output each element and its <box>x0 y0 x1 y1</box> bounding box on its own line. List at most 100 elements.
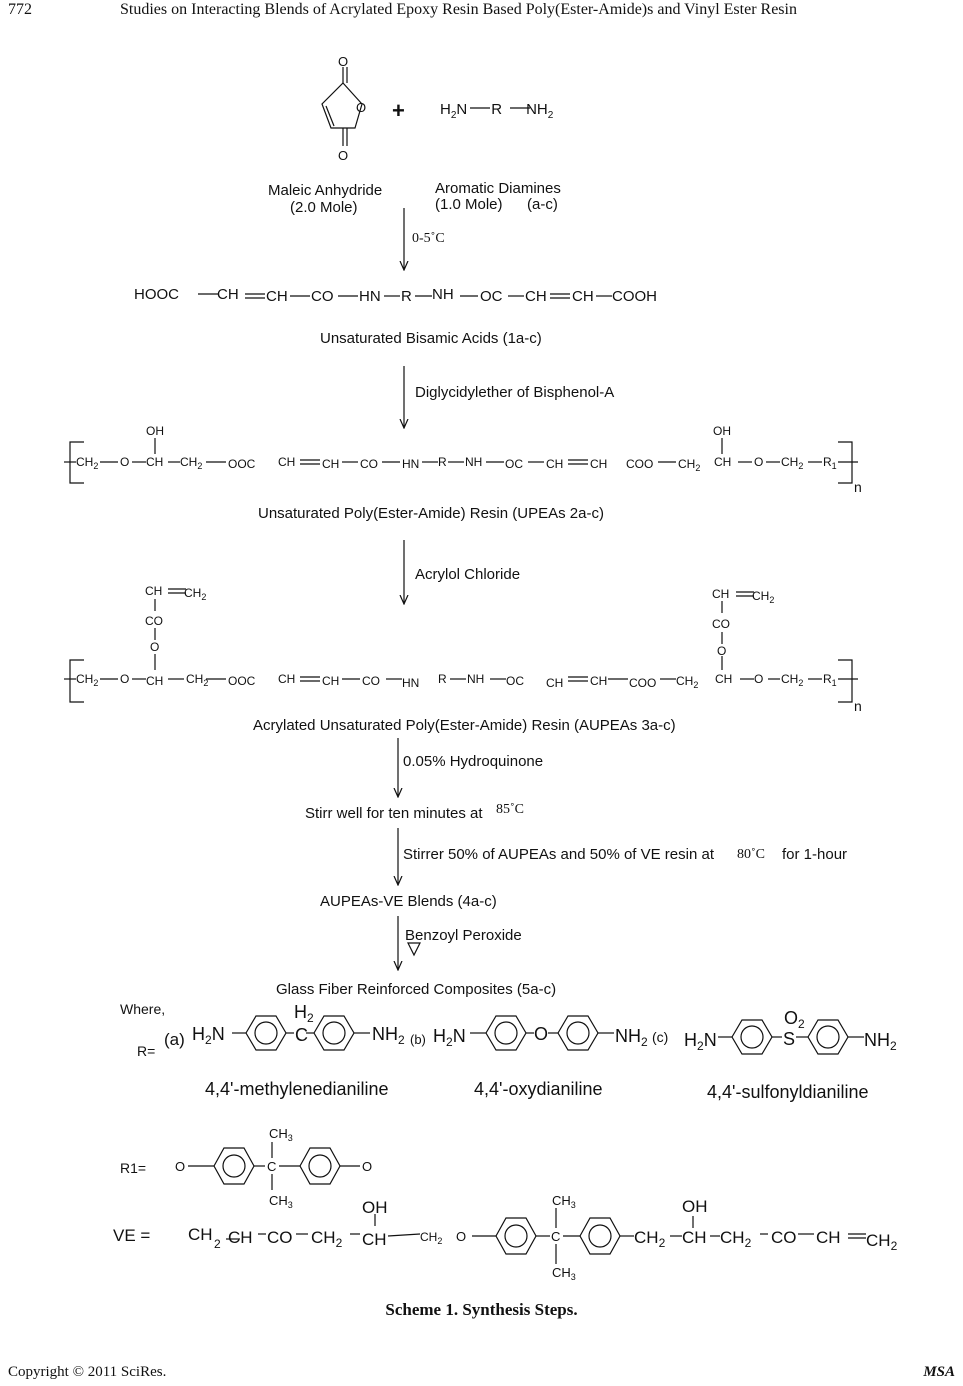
svg-text:CH2: CH2 <box>76 455 98 471</box>
svg-text:CH: CH <box>712 587 729 601</box>
svg-text:n: n <box>854 479 862 495</box>
r-c-name: 4,4'-sulfonyldianiline <box>707 1082 869 1102</box>
step5-temp: 85˚C <box>496 802 524 817</box>
svg-text:O: O <box>456 1229 466 1244</box>
svg-text:O: O <box>717 644 726 658</box>
ve-structure <box>226 1208 866 1264</box>
svg-text:CH2: CH2 <box>676 674 698 690</box>
svg-text:CH2: CH2 <box>720 1228 752 1250</box>
svg-text:C: C <box>267 1159 276 1174</box>
step2-reagent: Diglycidylether of Bisphenol-A <box>415 384 614 401</box>
svg-text:CO: CO <box>771 1228 797 1247</box>
bisamic-left-group: HOOC <box>134 286 179 303</box>
svg-text:R: R <box>438 455 447 469</box>
svg-text:CH: CH <box>228 1228 253 1247</box>
step7-reagent: Benzoyl Peroxide <box>405 927 522 944</box>
svg-text:CH2: CH2 <box>678 457 700 473</box>
anhydride-o-bottom: O <box>338 148 348 163</box>
ve-label: VE = <box>113 1226 150 1245</box>
svg-text:CH2: CH2 <box>634 1228 666 1250</box>
svg-text:CH: CH <box>322 674 339 688</box>
step6-time: for 1-hour <box>782 846 847 863</box>
svg-text:CH3: CH3 <box>269 1126 293 1143</box>
svg-text:CH3: CH3 <box>552 1193 576 1210</box>
step1-condition: 0-5˚C <box>412 231 445 246</box>
r-c-code: (c) <box>652 1029 668 1045</box>
svg-text:CH2: CH2 <box>180 455 202 471</box>
svg-text:CH: CH <box>546 457 563 471</box>
svg-text:R1: R1 <box>823 455 837 471</box>
svg-text:O: O <box>362 1159 372 1174</box>
svg-text:CH2: CH2 <box>781 672 803 688</box>
svg-text:OOC: OOC <box>228 457 256 471</box>
svg-text:H2N: H2N <box>192 1024 225 1047</box>
svg-text:R1: R1 <box>823 672 837 688</box>
svg-text:COO: COO <box>629 676 656 690</box>
svg-text:R: R <box>438 672 447 686</box>
svg-text:CO: CO <box>145 614 163 628</box>
svg-text:OH: OH <box>713 424 731 438</box>
copyright-notice: Copyright © 2011 SciRes. <box>8 1364 167 1380</box>
svg-text:HN: HN <box>359 288 381 305</box>
svg-text:CH: CH <box>525 288 547 305</box>
r-a-structure <box>232 1015 370 1051</box>
svg-text:CO: CO <box>267 1228 293 1247</box>
svg-text:CO: CO <box>362 674 380 688</box>
r-a-code: (a) <box>164 1030 185 1049</box>
svg-text:n: n <box>854 698 862 714</box>
plus-sign: + <box>392 98 405 123</box>
journal-abbrev: MSA <box>923 1364 955 1380</box>
scheme-caption: Scheme 1. Synthesis Steps. <box>385 1300 578 1319</box>
svg-text:CH: CH <box>715 672 732 686</box>
r-label: R= <box>137 1043 155 1059</box>
page-number: 772 <box>8 1 32 18</box>
r-c-structure <box>718 1019 864 1055</box>
svg-text:CH2: CH2 <box>311 1228 343 1250</box>
svg-text:OC: OC <box>505 457 523 471</box>
heat-triangle-icon <box>407 942 421 957</box>
page-header: 772 Studies on Interacting Blends of Acr… <box>0 0 963 26</box>
svg-text:CH2: CH2 <box>186 672 208 688</box>
svg-text:2: 2 <box>214 1237 221 1251</box>
svg-text:O: O <box>120 455 129 469</box>
svg-text:CO: CO <box>360 457 378 471</box>
svg-text:NH2: NH2 <box>615 1026 648 1049</box>
aupea-repeat-unit <box>64 588 858 703</box>
svg-text:CH2: CH2 <box>752 589 774 605</box>
where-label: Where, <box>120 1001 165 1017</box>
svg-text:O: O <box>754 672 763 686</box>
svg-text:OH: OH <box>362 1198 388 1217</box>
svg-text:HN: HN <box>402 676 419 690</box>
svg-text:CH: CH <box>590 457 607 471</box>
ve-structure-labels: CH 2 CH CO CH2 CH OH CH2 O C CH3 CH3 CH2… <box>188 1193 898 1282</box>
svg-text:NH2: NH2 <box>864 1030 897 1053</box>
svg-text:CH: CH <box>145 584 162 598</box>
svg-text:CH: CH <box>278 672 295 686</box>
product4-label: AUPEAs-VE Blends (4a-c) <box>320 893 497 910</box>
product2-label: Unsaturated Poly(Ester-Amide) Resin (UPE… <box>258 505 604 522</box>
svg-text:CO: CO <box>712 617 730 631</box>
reactant2-amount: (1.0 Mole) <box>435 196 503 213</box>
svg-text:CH: CH <box>217 286 239 303</box>
svg-text:CH: CH <box>278 455 295 469</box>
svg-text:NH: NH <box>467 672 484 686</box>
svg-text:H2: H2 <box>294 1002 314 1025</box>
svg-text:COOH: COOH <box>612 288 657 305</box>
step4-reagent: 0.05% Hydroquinone <box>403 753 543 770</box>
running-title: Studies on Interacting Blends of Acrylat… <box>120 1 797 18</box>
svg-text:CH2: CH2 <box>420 1230 442 1246</box>
step6-temp: 80˚C <box>737 847 765 862</box>
product5-label: Glass Fiber Reinforced Composites (5a-c) <box>276 981 556 998</box>
svg-text:OOC: OOC <box>228 674 256 688</box>
svg-text:COO: COO <box>626 457 653 471</box>
svg-text:CH: CH <box>322 457 339 471</box>
svg-text:H2N: H2N <box>684 1030 717 1053</box>
svg-text:O: O <box>175 1159 185 1174</box>
svg-text:O: O <box>150 640 159 654</box>
reactant1-amount: (2.0 Mole) <box>290 199 358 216</box>
step3-reagent: Acrylol Chloride <box>415 566 520 583</box>
r-structure-labels: H2N C H2 NH2 H2N O NH2 H2N S O2 NH2 <box>192 1002 897 1053</box>
svg-text:CH: CH <box>714 455 731 469</box>
